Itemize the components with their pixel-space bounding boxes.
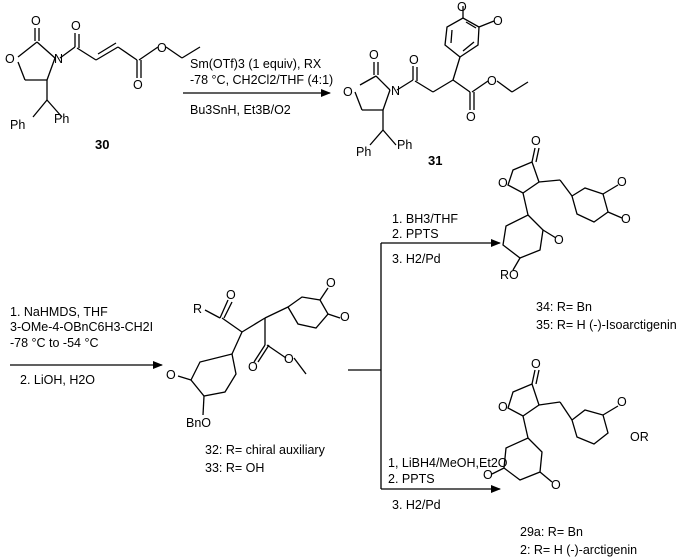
conditions-step2-line4: 2. LiOH, H2O — [20, 373, 96, 387]
compound-label-34: 34: R= Bn — [536, 300, 592, 314]
atom-OR: OR — [630, 430, 649, 444]
atom-O: O — [409, 53, 419, 67]
atom-O: O — [551, 478, 561, 492]
atom-O: O — [157, 41, 167, 55]
atom-O: O — [498, 176, 508, 190]
conditions-step3b-line3: 3. H2/Pd — [392, 498, 441, 512]
atom-O: O — [531, 357, 541, 371]
atom-O: O — [284, 352, 294, 366]
conditions-step2-line2: 3-OMe-4-OBnC6H3-CH2I — [10, 320, 154, 334]
atom-Ph: Ph — [356, 145, 372, 159]
atom-O: O — [71, 19, 81, 33]
atom-O: O — [31, 14, 41, 28]
structure-31 — [354, 6, 529, 146]
atom-Ph: Ph — [397, 138, 413, 152]
atom-O: O — [326, 276, 336, 290]
conditions-step1-line2: -78 °C, CH2Cl2/THF (4:1) — [190, 73, 334, 87]
atom-O: O — [617, 175, 627, 189]
atom-R: R — [193, 302, 203, 316]
atom-O: O — [343, 85, 353, 99]
atom-O: O — [554, 233, 564, 247]
atom-Ph: Ph — [54, 112, 70, 126]
structure-34-35 — [502, 147, 623, 271]
conditions-step1-line1: Sm(OTf)3 (1 equiv), RX — [190, 57, 322, 71]
atom-N: N — [54, 52, 64, 66]
atom-O: O — [226, 288, 236, 302]
atom-O: O — [369, 48, 379, 62]
atom-O: O — [531, 134, 541, 148]
atom-O: O — [487, 74, 497, 88]
compound-label-33: 33: R= OH — [205, 461, 265, 475]
structure-32-33 — [177, 287, 341, 416]
compound-label-29a: 29a: R= Bn — [520, 525, 583, 539]
structure-30 — [17, 28, 201, 118]
atom-O: O — [340, 310, 350, 324]
atom-O: O — [166, 368, 176, 382]
conditions-step1-line3: Bu3SnH, Et3B/O2 — [190, 103, 291, 117]
atom-O: O — [498, 400, 508, 414]
atom-O: O — [493, 14, 503, 28]
structure-29a-2 — [491, 369, 619, 483]
atom-BnO: BnO — [186, 416, 212, 430]
atom-N: N — [391, 84, 401, 98]
conditions-step2-line3: -78 °C to -54 °C — [10, 336, 99, 350]
atom-O: O — [466, 110, 476, 124]
atom-O: O — [617, 395, 627, 409]
conditions-step3b-line1: 1, LiBH4/MeOH,Et2O — [388, 456, 508, 470]
atom-O: O — [457, 0, 467, 14]
atom-O: O — [133, 78, 143, 92]
atom-Ph: Ph — [10, 118, 26, 132]
conditions-step3a-line1: 1. BH3/THF — [392, 212, 458, 226]
atom-O: O — [621, 212, 631, 226]
conditions-step2-line1: 1. NaHMDS, THF — [10, 305, 108, 319]
conditions-step3b-line2: 2. PPTS — [388, 472, 435, 486]
compound-label-30: 30 — [95, 137, 110, 152]
atom-O: O — [483, 468, 493, 482]
atom-O: O — [5, 52, 15, 66]
atom-O: O — [248, 360, 258, 374]
atom-RO: RO — [500, 268, 519, 282]
compound-label-35: 35: R= H (-)-Isoarctigenin — [536, 318, 677, 332]
compound-label-31: 31 — [428, 153, 443, 168]
compound-label-2: 2: R= H (-)-arctigenin — [520, 543, 638, 557]
conditions-step3a-line2: 2. PPTS — [392, 227, 439, 241]
compound-label-32: 32: R= chiral auxiliary — [205, 443, 325, 457]
conditions-step3a-line3: 3. H2/Pd — [392, 252, 441, 266]
